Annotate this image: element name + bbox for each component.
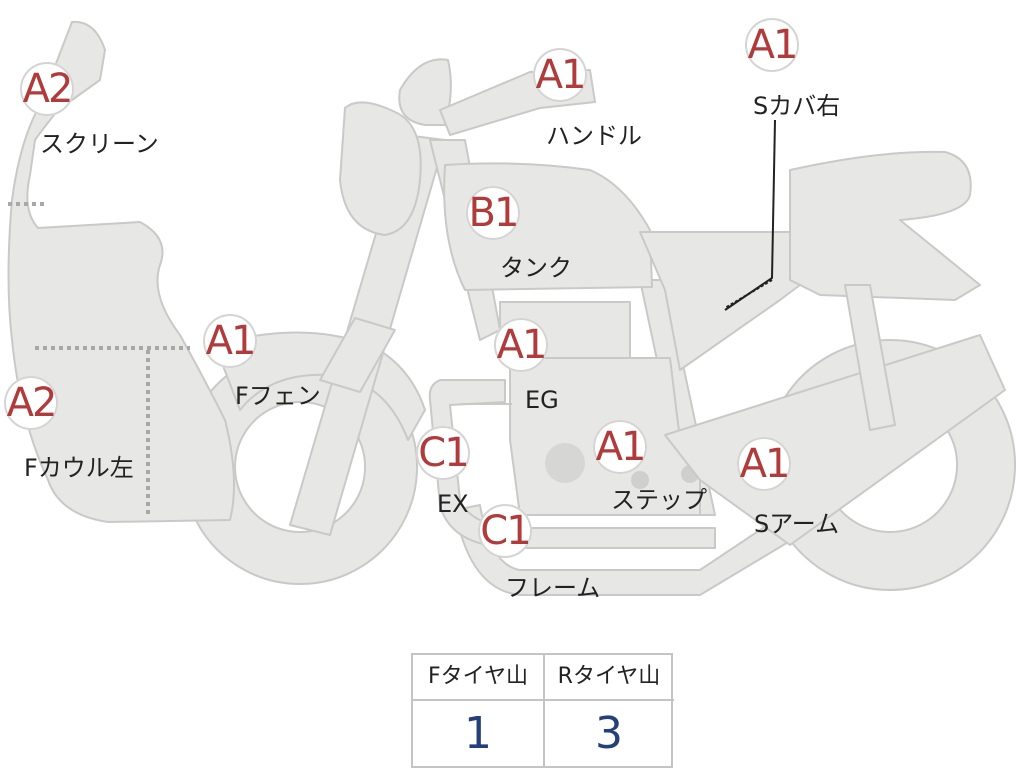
part-label-engine: EG: [525, 386, 559, 414]
swing-arm-shape: [664, 334, 1006, 546]
grade-badge-frame: C1: [478, 504, 532, 558]
headlight-shape: [339, 101, 422, 236]
side-cover-leader-dash: [724, 279, 773, 309]
grade-badge-engine: A1: [494, 318, 548, 372]
part-label-swing-arm: Sアーム: [754, 510, 840, 538]
fork-guard-shape: [319, 317, 396, 393]
part-label-step: ステップ: [611, 486, 707, 514]
part-label-side-cover-right: Sカバ右: [753, 92, 841, 120]
mirror-shape: [398, 58, 452, 126]
rear-tire-column: Rタイヤ山 3: [544, 655, 674, 766]
grade-badge-screen: A2: [20, 62, 74, 116]
rear-shock-shape: [844, 284, 896, 431]
grade-badge-tank: B1: [466, 186, 520, 240]
grade-badge-handle: A1: [533, 48, 587, 102]
grade-badge-swing-arm: A1: [737, 437, 791, 491]
part-label-frame: フレーム: [505, 574, 601, 602]
front-tire-column: Fタイヤ山 1: [413, 655, 545, 766]
front-tire-value: 1: [464, 708, 492, 759]
grade-badge-exhaust: C1: [416, 426, 470, 480]
front-tire-header: Fタイヤ山: [413, 655, 543, 701]
rear-tire-value: 3: [595, 708, 623, 759]
cowl-shape: [7, 20, 235, 523]
engine-cover-shape: [545, 443, 585, 483]
grade-badge-front-fender: A1: [203, 314, 257, 368]
step-peg-shape: [631, 471, 649, 489]
part-label-front-cowl-left: Fカウル左: [24, 454, 134, 482]
part-label-exhaust: EX: [437, 490, 469, 518]
part-label-front-fender: Fフェン: [235, 382, 321, 410]
grade-badge-side-cover-right: A1: [745, 18, 799, 72]
grade-badge-front-cowl-left: A2: [4, 376, 58, 430]
rear-tire-header: Rタイヤ山: [544, 655, 674, 701]
part-label-tank: タンク: [500, 254, 572, 282]
part-label-screen: スクリーン: [40, 130, 159, 158]
part-label-handle: ハンドル: [546, 122, 642, 150]
tire-tread-table: Fタイヤ山 1 Rタイヤ山 3: [411, 653, 674, 768]
grade-badge-step: A1: [593, 420, 647, 474]
seat-shape: [789, 150, 981, 301]
